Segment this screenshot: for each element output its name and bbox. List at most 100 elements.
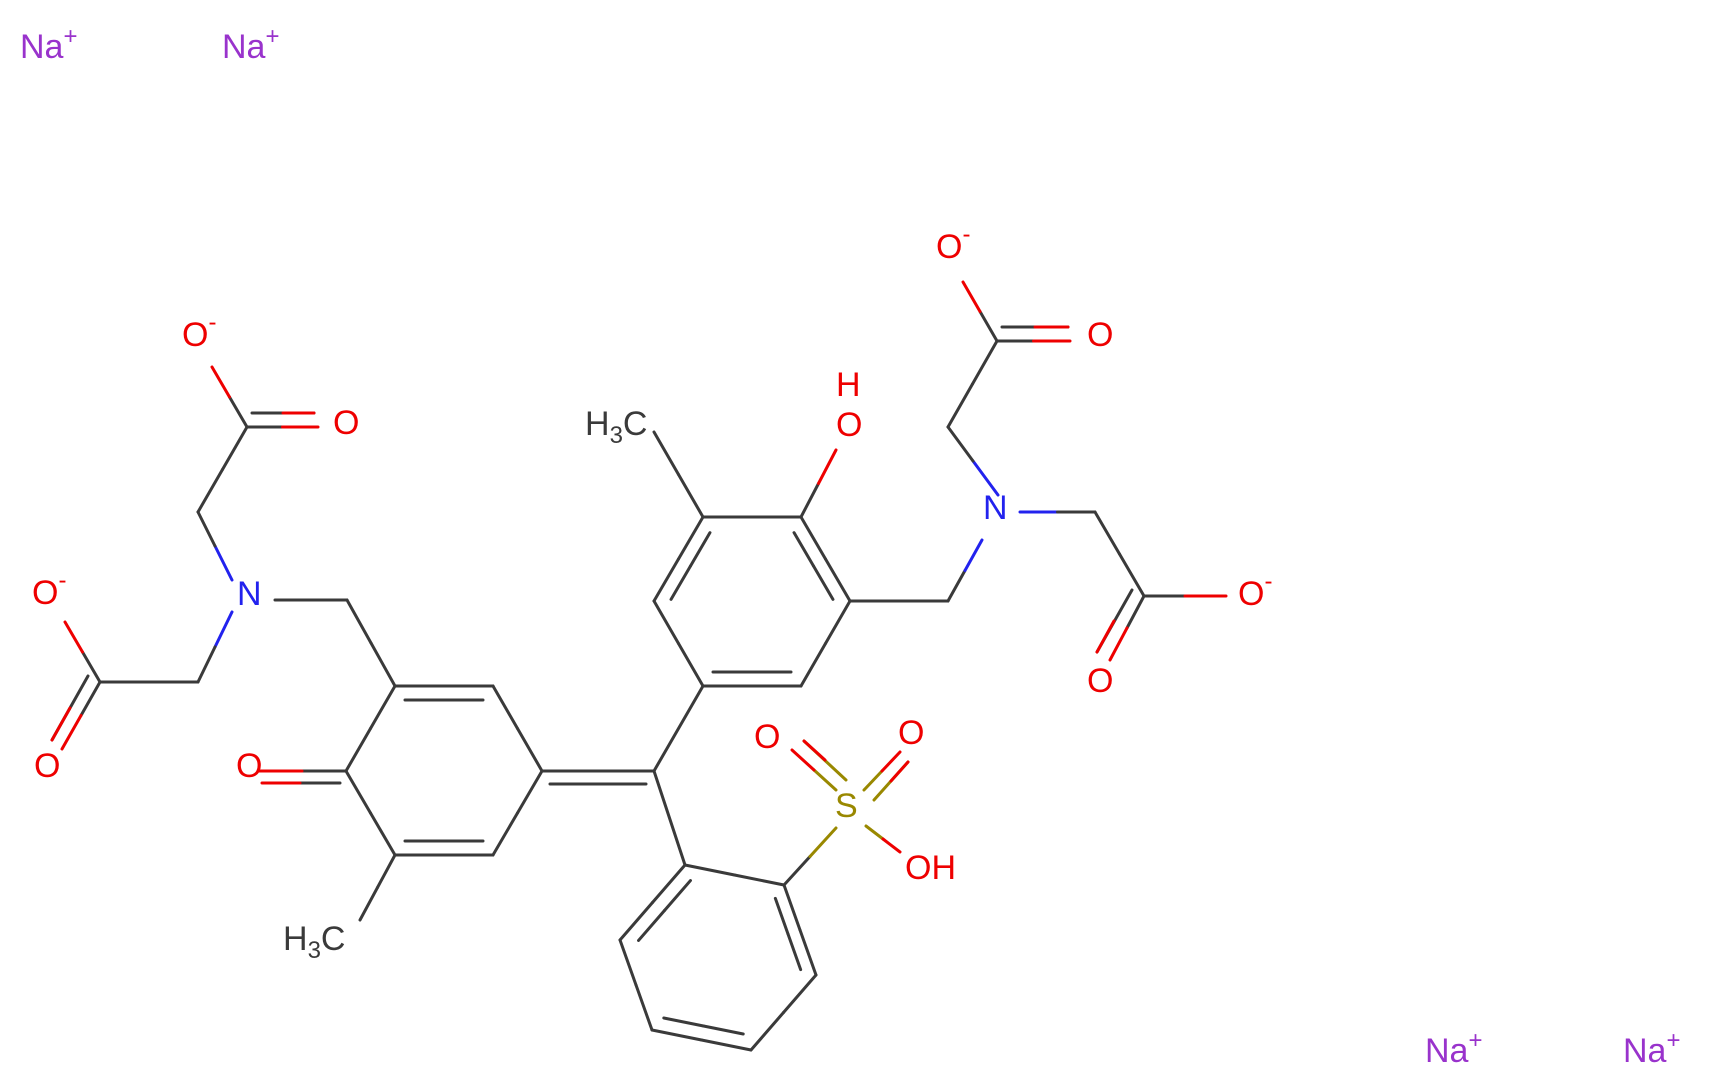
bond-line <box>516 769 544 815</box>
bond-line <box>369 641 397 688</box>
hydroxyl-hydrogen: H <box>836 366 861 404</box>
bond-line <box>802 739 827 762</box>
bond-line <box>344 769 372 815</box>
bond-line <box>196 510 217 548</box>
bond-line <box>663 879 692 912</box>
bond-line <box>213 544 234 582</box>
methyl-group: H3C <box>283 920 345 964</box>
carbonyl-oxygen: O <box>1087 316 1113 354</box>
bond-line <box>786 932 803 972</box>
bond-line <box>650 1028 703 1042</box>
bond-line <box>1093 510 1121 556</box>
bond-line <box>817 448 838 485</box>
bond-line <box>1095 619 1116 654</box>
bond-line <box>618 938 638 987</box>
bond-line <box>516 727 544 773</box>
bond-line <box>369 811 397 857</box>
bond-line <box>618 901 654 942</box>
sodium-ion: Na+ <box>222 23 279 66</box>
hydroxyl-oxygen: O <box>836 406 862 444</box>
atom-label-layer: Na+ Na+ Na+ Na+ O- O O- O N O H3C H3C H … <box>20 23 1680 1070</box>
sulfonyl-oxygen: O <box>754 718 780 756</box>
carbonyl-oxygen: O <box>333 404 359 442</box>
bond-line <box>677 473 705 519</box>
bond-line <box>733 873 786 887</box>
bond-line <box>662 1016 705 1028</box>
bond-line <box>782 855 812 887</box>
bond-line <box>689 531 712 568</box>
bond-line <box>376 853 397 889</box>
carbonyl-oxygen: O <box>1087 662 1113 700</box>
bond-line <box>824 599 852 645</box>
bond-line <box>971 339 999 386</box>
bond-line <box>652 599 680 645</box>
bond-line <box>963 538 984 572</box>
sulfonic-hydroxyl: OH <box>905 849 956 887</box>
bond-line <box>782 883 802 932</box>
bond-line <box>749 1011 785 1052</box>
bond-line <box>782 973 818 1014</box>
sodium-ion: Na+ <box>1623 1027 1680 1070</box>
bond-line <box>881 837 902 854</box>
bond-line <box>864 824 885 841</box>
carbonyl-oxygen: O <box>34 747 60 785</box>
bond-line <box>196 468 224 514</box>
bond-line <box>792 531 815 568</box>
bond-line <box>961 280 982 313</box>
bond-line <box>1108 626 1129 662</box>
bond-line <box>491 811 519 857</box>
bond-line <box>1125 594 1146 630</box>
carboxylate-oxygen-anion: O- <box>1238 568 1272 613</box>
bond-line <box>369 684 397 730</box>
bond-line <box>651 863 687 904</box>
bond-layer <box>50 280 1228 1052</box>
sulfonyl-oxygen: O <box>898 714 924 752</box>
sodium-ion: Na+ <box>1425 1027 1482 1070</box>
bond-line <box>798 928 818 977</box>
bond-line <box>799 515 827 561</box>
bond-line <box>196 645 217 684</box>
bond-line <box>669 564 692 601</box>
bond-line <box>824 557 852 603</box>
bond-line <box>702 1024 745 1036</box>
bond-line <box>946 382 974 429</box>
carboxylate-oxygen-anion: O- <box>32 567 66 612</box>
bond-line <box>946 569 967 603</box>
bond-line <box>345 598 373 645</box>
bond-line <box>812 768 838 792</box>
bond-line <box>652 430 680 476</box>
bond-line <box>808 826 838 858</box>
bond-line <box>978 310 999 343</box>
ketone-oxygen: O <box>236 747 262 785</box>
bond-line <box>213 610 234 649</box>
bond-line <box>677 642 705 688</box>
bond-line <box>652 557 680 603</box>
bond-line <box>358 886 379 922</box>
bond-line <box>79 680 102 717</box>
bond-line <box>652 684 705 773</box>
amine-nitrogen: N <box>237 575 262 613</box>
bond-line <box>700 1038 753 1052</box>
amine-nitrogen: N <box>983 489 1008 527</box>
bond-line <box>221 425 249 471</box>
bond-line <box>773 896 790 936</box>
bond-line <box>210 365 231 399</box>
bond-line <box>790 748 816 772</box>
bond-line <box>50 706 72 742</box>
bond-line <box>637 909 666 942</box>
bond-line <box>683 863 736 877</box>
bond-line <box>491 684 519 730</box>
bond-line <box>862 769 884 792</box>
bond-line <box>63 620 84 654</box>
bond-line <box>812 564 835 601</box>
bond-line <box>634 983 654 1032</box>
bond-line <box>344 727 372 773</box>
bond-line <box>81 650 102 684</box>
sodium-ion: Na+ <box>20 23 77 66</box>
bond-line <box>60 714 83 751</box>
carboxylate-oxygen-anion: O- <box>182 309 216 354</box>
bond-line <box>889 760 910 783</box>
sulfur-atom: S <box>835 787 858 825</box>
bond-line <box>880 750 902 773</box>
